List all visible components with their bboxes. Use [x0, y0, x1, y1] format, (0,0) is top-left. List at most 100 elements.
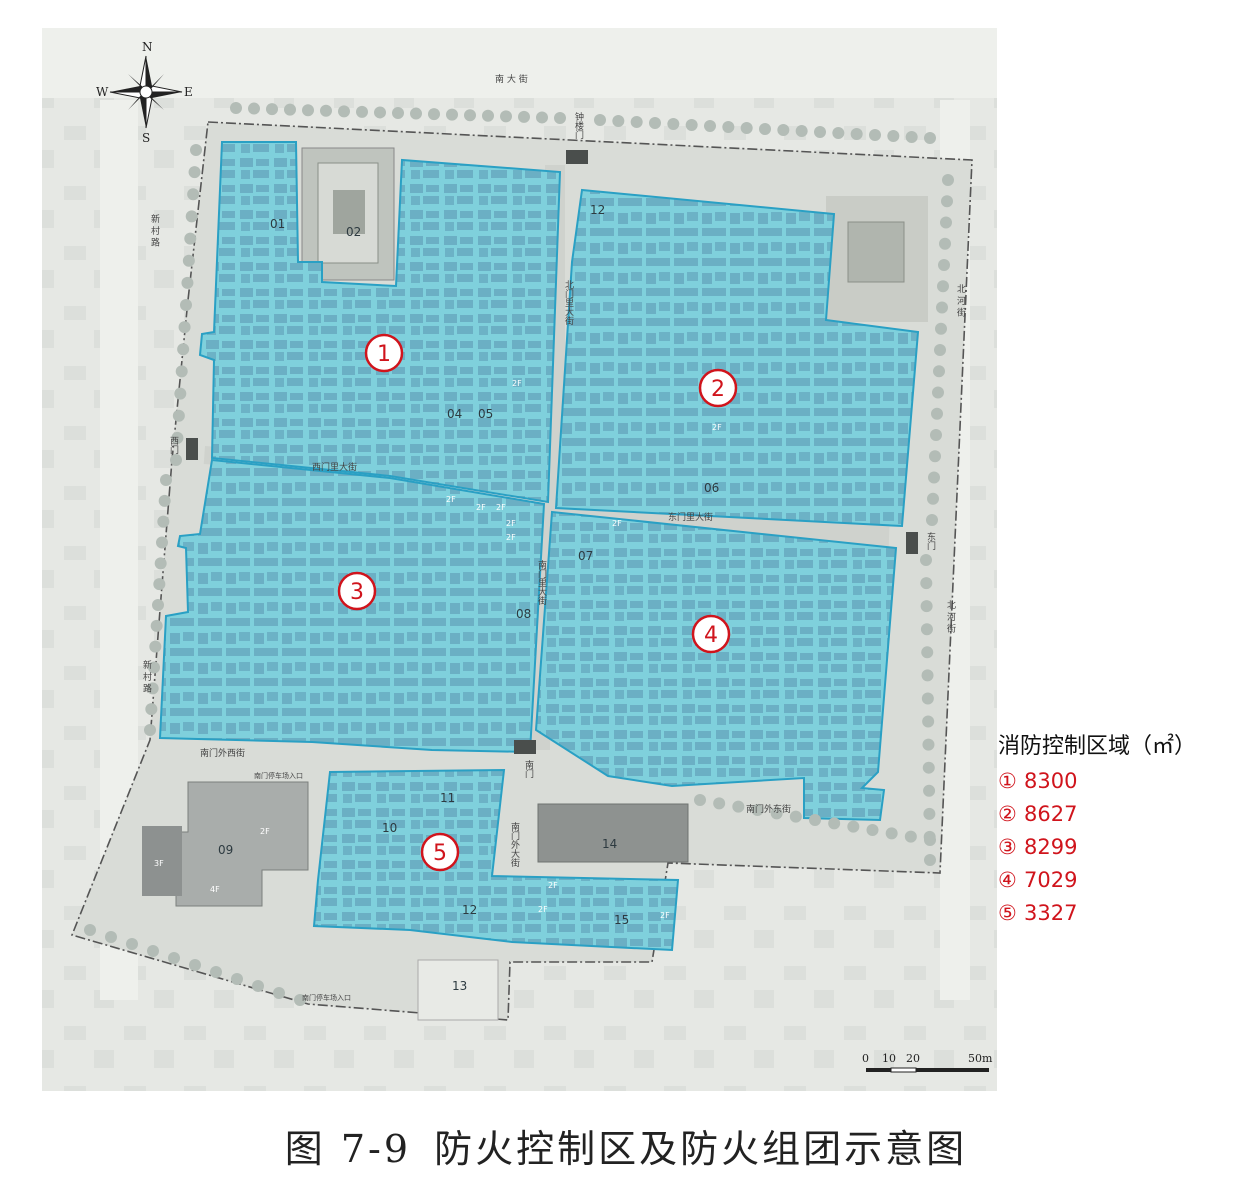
tree	[153, 578, 166, 591]
gate-label-north: 钟楼门	[573, 111, 584, 140]
legend-zone-id: ③	[998, 835, 1017, 859]
floor-tag: 2F	[506, 533, 516, 542]
parcel-label: 09	[218, 843, 233, 857]
legend-zone-area: 8300	[1024, 769, 1078, 793]
floor-tag: 3F	[154, 859, 164, 868]
street-label-right-road2: 北 河 街	[945, 600, 956, 634]
compass-rose-icon: N E S W	[96, 40, 193, 145]
tree-rows	[84, 102, 954, 1006]
tree	[149, 640, 162, 653]
legend-zone-id: ①	[998, 769, 1017, 793]
tree	[905, 131, 918, 143]
zone-3-marker-ring	[337, 571, 377, 611]
legend-row: ④ 7029	[998, 868, 1248, 892]
zone-4-marker-ring	[691, 614, 731, 654]
tree	[928, 471, 940, 484]
tree	[685, 119, 698, 131]
tree	[148, 661, 160, 674]
tree	[146, 682, 159, 695]
legend-zone-id: ④	[998, 868, 1017, 892]
tree	[230, 102, 242, 114]
tree	[188, 166, 201, 179]
tree	[920, 554, 932, 566]
tree	[704, 120, 716, 132]
tree	[942, 174, 954, 186]
street-label-south-lane: 南门里大街	[536, 559, 547, 606]
zone-3-marker-label: 3	[350, 580, 364, 605]
building-09	[175, 781, 309, 907]
tree	[850, 128, 863, 140]
tree	[150, 619, 163, 632]
legend-zone-area: 8627	[1024, 802, 1078, 826]
legend-title: 消防控制区域（㎡）	[998, 734, 1197, 759]
tree	[154, 557, 167, 570]
legend-row: ① 8300	[998, 769, 1248, 793]
tree	[751, 804, 764, 816]
tree	[866, 824, 879, 836]
gate-label-east: 东门	[925, 531, 936, 551]
parcel-label: 05	[478, 407, 493, 421]
tree	[464, 109, 476, 122]
tree	[921, 692, 934, 705]
street-label-top: 南 大 街	[495, 73, 528, 85]
tree	[147, 945, 159, 957]
parcel-label: 14	[602, 837, 617, 851]
floor-tag: 2F	[496, 503, 506, 512]
parcel-label: 08	[516, 607, 531, 621]
tree	[158, 494, 171, 507]
tree	[941, 195, 953, 208]
parcel-label: 01	[270, 217, 285, 231]
tree	[356, 105, 368, 118]
tree	[84, 924, 96, 936]
tree	[189, 959, 201, 971]
tree	[832, 127, 845, 139]
tree	[929, 450, 941, 463]
tree	[924, 854, 936, 866]
tree	[392, 107, 404, 119]
tree	[940, 216, 952, 229]
tree	[144, 724, 156, 736]
floor-tag: 2F	[538, 905, 548, 914]
tree	[789, 810, 802, 823]
floor-tag: 2F	[476, 503, 486, 512]
tree	[160, 474, 172, 486]
street-label-south-outer-w: 南门外西街	[200, 747, 245, 759]
tree	[612, 115, 625, 127]
tree	[170, 454, 182, 466]
zone-4-area	[534, 510, 898, 822]
legend-zone-area: 7029	[1024, 868, 1078, 892]
tree	[181, 276, 194, 289]
tree	[182, 254, 195, 267]
parcel-label: 15	[614, 913, 629, 927]
tree	[921, 669, 934, 682]
street-label-right-road: 北 河 街	[955, 284, 966, 318]
tree	[931, 407, 943, 420]
tree	[178, 321, 191, 334]
tree	[649, 117, 661, 129]
courtyard-02-hall	[333, 190, 365, 234]
tree	[273, 987, 285, 999]
tree	[923, 807, 936, 820]
tree	[171, 431, 184, 444]
tree	[924, 132, 936, 144]
tree	[172, 409, 185, 422]
fire-zone-map: 南 大 街 西门里大街 东门里大街 南门外西街 南门外东街 南门停车场入口 南门…	[42, 28, 997, 1091]
tree	[694, 794, 706, 806]
parcel-label: 12	[462, 903, 477, 917]
tree	[935, 322, 947, 335]
tree	[926, 514, 938, 526]
tree	[180, 299, 192, 311]
tree	[759, 123, 771, 135]
south-gate	[514, 740, 536, 754]
tree	[740, 122, 753, 134]
compass-s: S	[142, 131, 150, 145]
figure-number: 图 7-9	[284, 1127, 412, 1171]
tree	[266, 103, 278, 116]
zone-2-marker-ring	[698, 368, 738, 408]
tree	[518, 110, 530, 123]
floor-tag: 2F	[548, 881, 558, 890]
parcel-label: 12	[590, 203, 605, 217]
tree	[795, 125, 808, 137]
zone-5-marker-label: 5	[433, 841, 447, 866]
